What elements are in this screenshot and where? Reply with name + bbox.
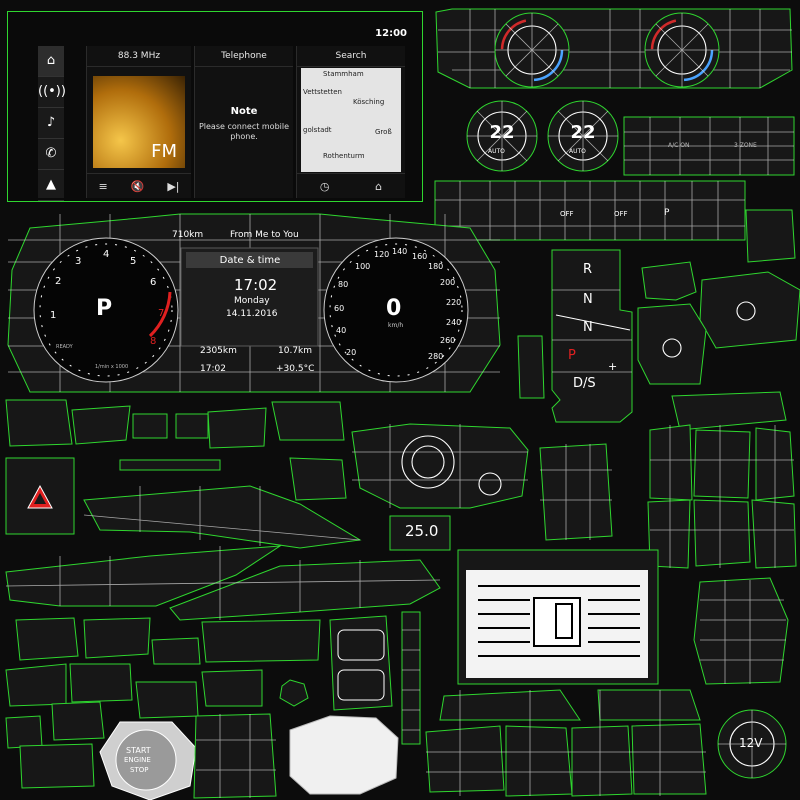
search-header[interactable]: Search xyxy=(297,46,405,67)
phone-icon[interactable]: ✆ xyxy=(38,139,64,170)
mmi-screen: 12:00 ⌂ ((•)) ♪ ✆ ▲ 88.3 MHz FM ≡ 🔇 ▶| T… xyxy=(7,11,423,202)
ready-label: READY xyxy=(56,344,73,350)
home-icon[interactable]: ⌂ xyxy=(38,46,64,77)
speed-unit: km/h xyxy=(388,322,404,329)
speed-label: 200 xyxy=(440,278,456,287)
nav-controls: ◷ ⌂ xyxy=(297,173,405,198)
off-label: OFF xyxy=(614,210,628,218)
start-label: START xyxy=(126,746,151,755)
cluster-frame xyxy=(7,213,501,393)
tach-label: 6 xyxy=(150,277,157,288)
status-time: 12:00 xyxy=(375,28,407,39)
left-auto: AUTO xyxy=(488,148,505,155)
route-tab: From Me to You xyxy=(230,230,299,240)
gear-ds: D/S xyxy=(573,376,596,391)
temperature: +30.5°C xyxy=(276,364,315,374)
bottom-time: 17:02 xyxy=(200,364,226,374)
speed-label: 40 xyxy=(336,326,347,335)
usb-label: 12V xyxy=(739,736,763,750)
date: 14.11.2016 xyxy=(226,309,278,319)
tach-label: 7 xyxy=(158,308,165,319)
wireless-charging-tray xyxy=(457,549,659,685)
ac-button-strip xyxy=(623,116,795,176)
trip: 10.7km xyxy=(278,346,313,356)
map[interactable]: Stammham Vettstetten Kösching golstadt G… xyxy=(301,68,401,172)
fm-band: FM xyxy=(151,141,177,162)
gear-selector xyxy=(551,249,633,423)
tach-unit: 1/min x 1000 xyxy=(95,364,129,370)
speed-label: 100 xyxy=(355,262,371,271)
speed-label: 180 xyxy=(428,262,444,271)
tach-label: 4 xyxy=(103,249,110,260)
range-tab: 710km xyxy=(172,230,204,240)
music-icon[interactable]: ♪ xyxy=(38,108,64,139)
next-icon[interactable]: ▶| xyxy=(167,179,180,193)
phone-header: Telephone xyxy=(195,46,293,67)
speed-label: 80 xyxy=(338,280,349,289)
gear-plus: + xyxy=(608,360,618,373)
navigation-icon[interactable]: ▲ xyxy=(38,170,64,201)
navigation-pane[interactable]: Search Stammham Vettstetten Kösching gol… xyxy=(296,46,405,198)
note-title: Note xyxy=(230,106,258,117)
climate-knob-left: 22 xyxy=(466,100,538,172)
radio-waves-icon[interactable]: ((•)) xyxy=(38,77,66,108)
climate-button-row xyxy=(434,180,746,241)
gear-n: N xyxy=(583,292,593,307)
mute-icon[interactable]: 🔇 xyxy=(130,179,145,193)
p-label: P xyxy=(664,208,670,218)
weekday: Monday xyxy=(234,296,270,306)
radio-pane[interactable]: 88.3 MHz FM ≡ 🔇 ▶| xyxy=(86,46,191,198)
speed-label: 20 xyxy=(346,348,357,357)
ac-label: A/C ON xyxy=(668,142,690,149)
climate-side-button xyxy=(745,209,796,263)
side-menu: ⌂ ((•)) ♪ ✆ ▲ xyxy=(38,46,66,201)
temp-display: 25.0 xyxy=(405,522,439,540)
speed-label: 140 xyxy=(392,247,408,256)
engine-label: ENGINE xyxy=(124,756,151,764)
right-button-cluster xyxy=(637,261,800,779)
odometer: 2305km xyxy=(200,346,237,356)
speed-label: 120 xyxy=(374,250,390,259)
tach-label: 8 xyxy=(150,336,157,347)
zone-label: 3 ZONE xyxy=(734,142,757,149)
speed-label: 280 xyxy=(428,352,444,361)
clock-icon[interactable]: ◷ xyxy=(319,179,330,193)
radio-controls: ≡ 🔇 ▶| xyxy=(87,173,191,198)
svg-text:22: 22 xyxy=(570,122,595,143)
tach-label: 5 xyxy=(130,256,137,267)
speed-label: 220 xyxy=(446,298,462,307)
speed-label: 260 xyxy=(440,336,456,345)
tach-label: 1 xyxy=(50,310,57,321)
right-auto: AUTO xyxy=(569,148,586,155)
clock: 17:02 xyxy=(234,276,278,294)
home-icon[interactable]: ⌂ xyxy=(375,179,383,193)
speed: 0 xyxy=(386,296,402,321)
gear-r: R xyxy=(583,262,593,277)
menu-title: Date & time xyxy=(219,255,281,266)
stop-label: STOP xyxy=(130,766,149,774)
fm-art: FM xyxy=(93,76,185,168)
gear-p: P xyxy=(568,348,576,363)
gear-n2: N xyxy=(583,320,593,335)
speed-label: 240 xyxy=(446,318,462,327)
speed-label: 160 xyxy=(412,252,428,261)
tach-label: 3 xyxy=(75,256,82,267)
phone-pane[interactable]: Telephone Note Please connect mobile pho… xyxy=(194,46,293,198)
radio-station: 88.3 MHz xyxy=(87,46,191,67)
status-bar: 12:00 xyxy=(78,28,413,42)
menu-icon[interactable]: ≡ xyxy=(98,179,108,193)
speed-label: 60 xyxy=(334,304,345,313)
climate-knob-right: 22 xyxy=(547,100,619,172)
gear: P xyxy=(96,296,113,321)
note-body: Please connect mobile phone. xyxy=(198,122,290,141)
console-pieces xyxy=(5,335,707,800)
climate-panel xyxy=(435,8,793,89)
tach-label: 2 xyxy=(55,276,62,287)
off-label: OFF xyxy=(560,210,574,218)
svg-text:22: 22 xyxy=(489,122,514,143)
